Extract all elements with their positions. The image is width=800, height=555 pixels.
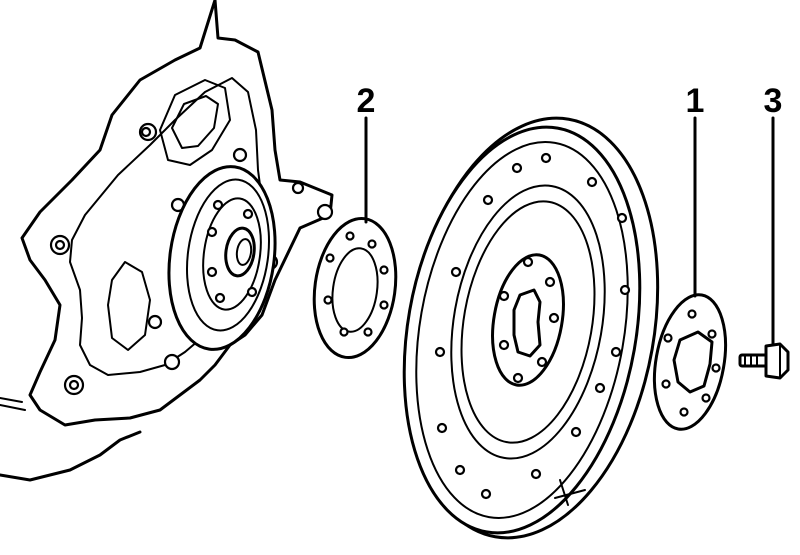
- reinforcement-plate: [652, 293, 728, 431]
- spacer-plate: [312, 216, 398, 360]
- callout-1: 1: [686, 82, 705, 120]
- drive-plate: [402, 116, 660, 540]
- bolt: [738, 342, 790, 380]
- callout-2: 2: [357, 82, 376, 120]
- leader-lines: [364, 116, 775, 346]
- engine-rear-housing: [0, 0, 334, 482]
- callout-3: 3: [764, 82, 783, 120]
